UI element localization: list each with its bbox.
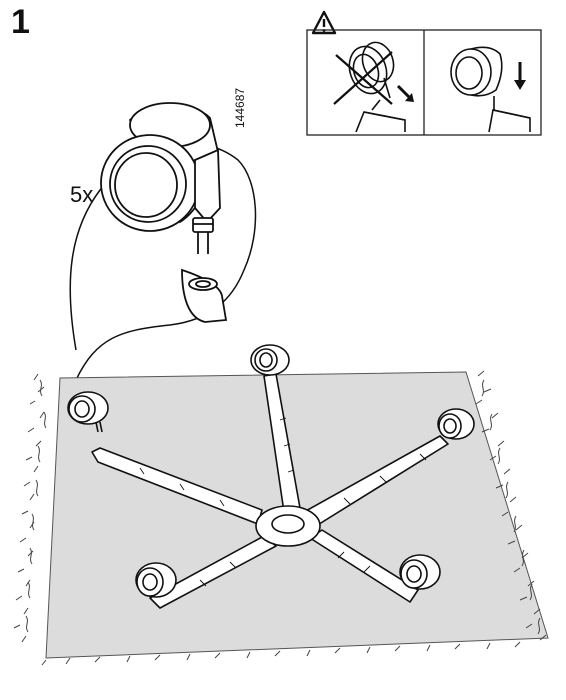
detail-callout	[69, 142, 257, 381]
caster-bottom-right	[399, 554, 441, 590]
caster-bottom-left	[135, 562, 177, 598]
part-number: 144687	[233, 87, 247, 128]
wrong-caster-panel	[333, 41, 414, 133]
caster-detail	[100, 102, 228, 323]
quantity-label: 5x	[70, 182, 94, 207]
caster-right	[437, 408, 475, 440]
rug-fringe	[13, 370, 547, 666]
correct-caster-panel	[450, 46, 531, 133]
chair-star-base	[91, 373, 449, 609]
step-number: 1	[11, 3, 30, 41]
caster-left	[67, 391, 109, 433]
caster-top	[250, 344, 290, 376]
